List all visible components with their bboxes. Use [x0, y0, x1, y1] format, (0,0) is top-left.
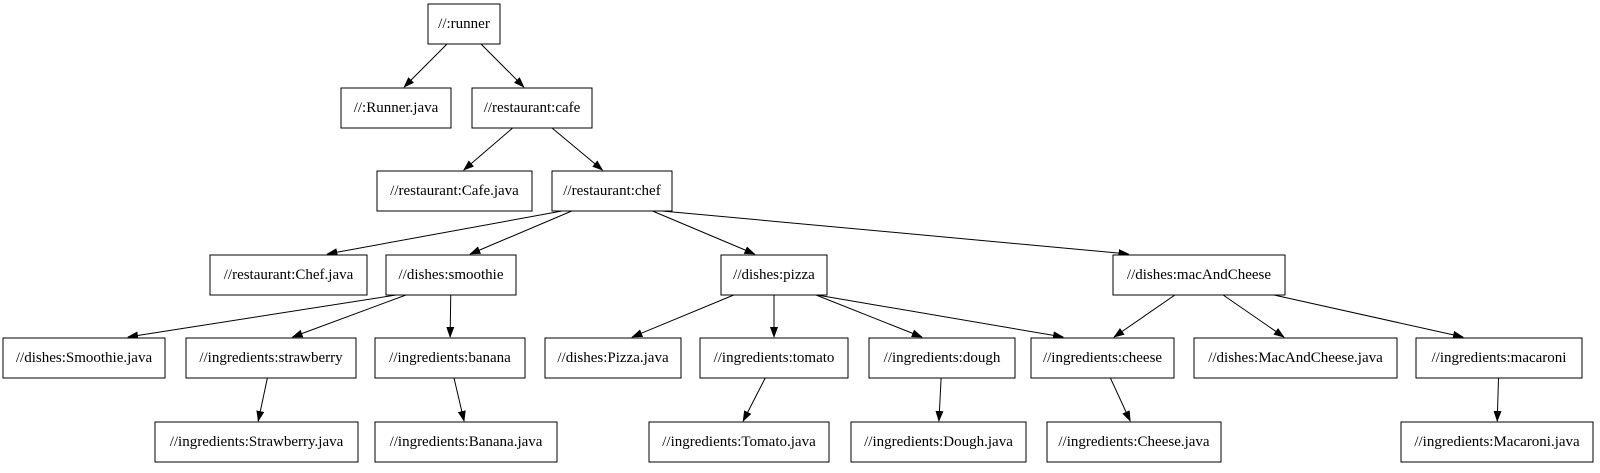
node-label-runner: //:runner: [438, 16, 490, 32]
edge-chef-to-chef-java: [326, 210, 563, 257]
node-box-cheese: [1030, 337, 1175, 379]
node-banana-java: //ingredients:Banana.java: [374, 421, 558, 463]
node-dough-java: //ingredients:Dough.java: [850, 421, 1027, 463]
edge-macandcheese-to-macaroni: [1273, 294, 1464, 339]
edge-banana-to-banana-java: [453, 377, 466, 422]
node-label-chef: //restaurant:chef: [563, 183, 660, 199]
edge-cafe-to-cafe-java: [463, 127, 513, 171]
edge-layer: [127, 43, 1502, 422]
node-label-cafe: //restaurant:cafe: [484, 100, 581, 116]
node-label-dough-java: //ingredients:Dough.java: [864, 434, 1013, 450]
node-runner: //:runner: [427, 3, 501, 45]
node-box-cheese-java: [1046, 421, 1222, 463]
node-label-strawberry-java: //ingredients:Strawberry.java: [170, 434, 344, 450]
node-smoothie: //dishes:smoothie: [385, 254, 517, 296]
node-label-macandcheese: //dishes:macAndCheese: [1127, 267, 1271, 283]
node-label-cafe-java: //restaurant:Cafe.java: [390, 183, 519, 199]
node-macaroni: //ingredients:macaroni: [1415, 337, 1583, 379]
node-box-macandcheese: [1112, 254, 1286, 296]
node-macandcheese: //dishes:macAndCheese: [1112, 254, 1286, 296]
node-box-dough-java: [850, 421, 1027, 463]
edge-macandcheese-to-macandcheese-java: [1222, 294, 1285, 338]
node-macandcheese-java: //dishes:MacAndCheese.java: [1193, 337, 1398, 379]
edge-chef-to-pizza: [652, 210, 756, 255]
edge-smoothie-to-banana: [446, 294, 455, 338]
node-box-pizza-java: [544, 337, 682, 379]
node-box-banana: [374, 337, 526, 379]
edge-runner-to-cafe: [480, 43, 525, 88]
node-label-macaroni: //ingredients:macaroni: [1432, 350, 1567, 366]
node-label-smoothie-java: //dishes:Smoothie.java: [16, 350, 153, 366]
node-label-cheese-java: //ingredients:Cheese.java: [1058, 434, 1210, 450]
node-label-macandcheese-java: //dishes:MacAndCheese.java: [1208, 350, 1383, 366]
edge-dough-to-dough-java: [935, 377, 944, 422]
edge-pizza-to-pizza-java: [631, 294, 734, 338]
node-box-dough: [868, 337, 1016, 379]
node-pizza: //dishes:pizza: [720, 254, 828, 296]
node-label-tomato-java: //ingredients:Tomato.java: [662, 434, 816, 450]
edge-chef-to-smoothie: [469, 210, 572, 255]
edge-strawberry-to-strawberry-java: [256, 377, 268, 422]
node-cheese-java: //ingredients:Cheese.java: [1046, 421, 1222, 463]
node-pizza-java: //dishes:Pizza.java: [544, 337, 682, 379]
node-dough: //ingredients:dough: [868, 337, 1016, 379]
node-tomato: //ingredients:tomato: [699, 337, 849, 379]
edge-pizza-to-dough: [815, 294, 923, 338]
node-box-banana-java: [374, 421, 558, 463]
node-cheese: //ingredients:cheese: [1030, 337, 1175, 379]
node-box-pizza: [720, 254, 828, 296]
node-cafe-java: //restaurant:Cafe.java: [376, 170, 533, 212]
node-box-tomato-java: [648, 421, 830, 463]
edge-smoothie-to-smoothie-java: [127, 294, 397, 340]
node-strawberry-java: //ingredients:Strawberry.java: [154, 421, 359, 463]
node-label-runner-java: //:Runner.java: [354, 100, 439, 116]
edge-macandcheese-to-cheese: [1113, 294, 1176, 338]
edge-runner-to-runner-java: [403, 43, 448, 88]
node-box-smoothie-java: [2, 337, 166, 379]
node-box-macandcheese-java: [1193, 337, 1398, 379]
node-label-macaroni-java: //ingredients:Macaroni.java: [1414, 434, 1580, 450]
node-label-chef-java: //restaurant:Chef.java: [224, 267, 354, 283]
edge-tomato-to-tomato-java: [742, 377, 766, 422]
node-macaroni-java: //ingredients:Macaroni.java: [1400, 421, 1594, 463]
node-box-tomato: [699, 337, 849, 379]
node-runner-java: //:Runner.java: [340, 87, 452, 129]
node-banana: //ingredients:banana: [374, 337, 526, 379]
node-label-smoothie: //dishes:smoothie: [399, 267, 504, 283]
node-box-runner-java: [340, 87, 452, 129]
node-label-dough: //ingredients:dough: [884, 350, 1001, 366]
node-chef-java: //restaurant:Chef.java: [209, 254, 368, 296]
node-label-pizza-java: //dishes:Pizza.java: [557, 350, 669, 366]
node-box-cafe: [471, 87, 593, 129]
node-box-macaroni-java: [1400, 421, 1594, 463]
node-layer: //:runner //:Runner.java //restaurant:cafe…: [2, 3, 1594, 463]
node-box-chef-java: [209, 254, 368, 296]
node-label-banana: //ingredients:banana: [389, 350, 511, 366]
edge-pizza-to-cheese: [816, 294, 1065, 340]
node-box-smoothie: [385, 254, 517, 296]
node-label-strawberry: //ingredients:strawberry: [199, 350, 343, 366]
node-label-banana-java: //ingredients:Banana.java: [390, 434, 543, 450]
node-cafe: //restaurant:cafe: [471, 87, 593, 129]
node-label-pizza: //dishes:pizza: [733, 267, 815, 283]
node-strawberry: //ingredients:strawberry: [185, 337, 357, 379]
edge-cafe-to-chef: [551, 127, 604, 171]
node-box-runner: [427, 3, 501, 45]
node-box-strawberry: [185, 337, 357, 379]
node-tomato-java: //ingredients:Tomato.java: [648, 421, 830, 463]
edge-smoothie-to-strawberry: [291, 294, 407, 338]
edge-macaroni-to-macaroni-java: [1493, 377, 1502, 422]
node-box-cafe-java: [376, 170, 533, 212]
node-chef: //restaurant:chef: [551, 170, 673, 212]
node-smoothie-java: //dishes:Smoothie.java: [2, 337, 166, 379]
node-box-chef: [551, 170, 673, 212]
edge-chef-to-macandcheese: [661, 210, 1130, 258]
node-box-strawberry-java: [154, 421, 359, 463]
node-label-tomato: //ingredients:tomato: [714, 350, 835, 366]
node-box-macaroni: [1415, 337, 1583, 379]
node-label-cheese: //ingredients:cheese: [1043, 350, 1162, 366]
edge-cheese-to-cheese-java: [1109, 377, 1131, 422]
